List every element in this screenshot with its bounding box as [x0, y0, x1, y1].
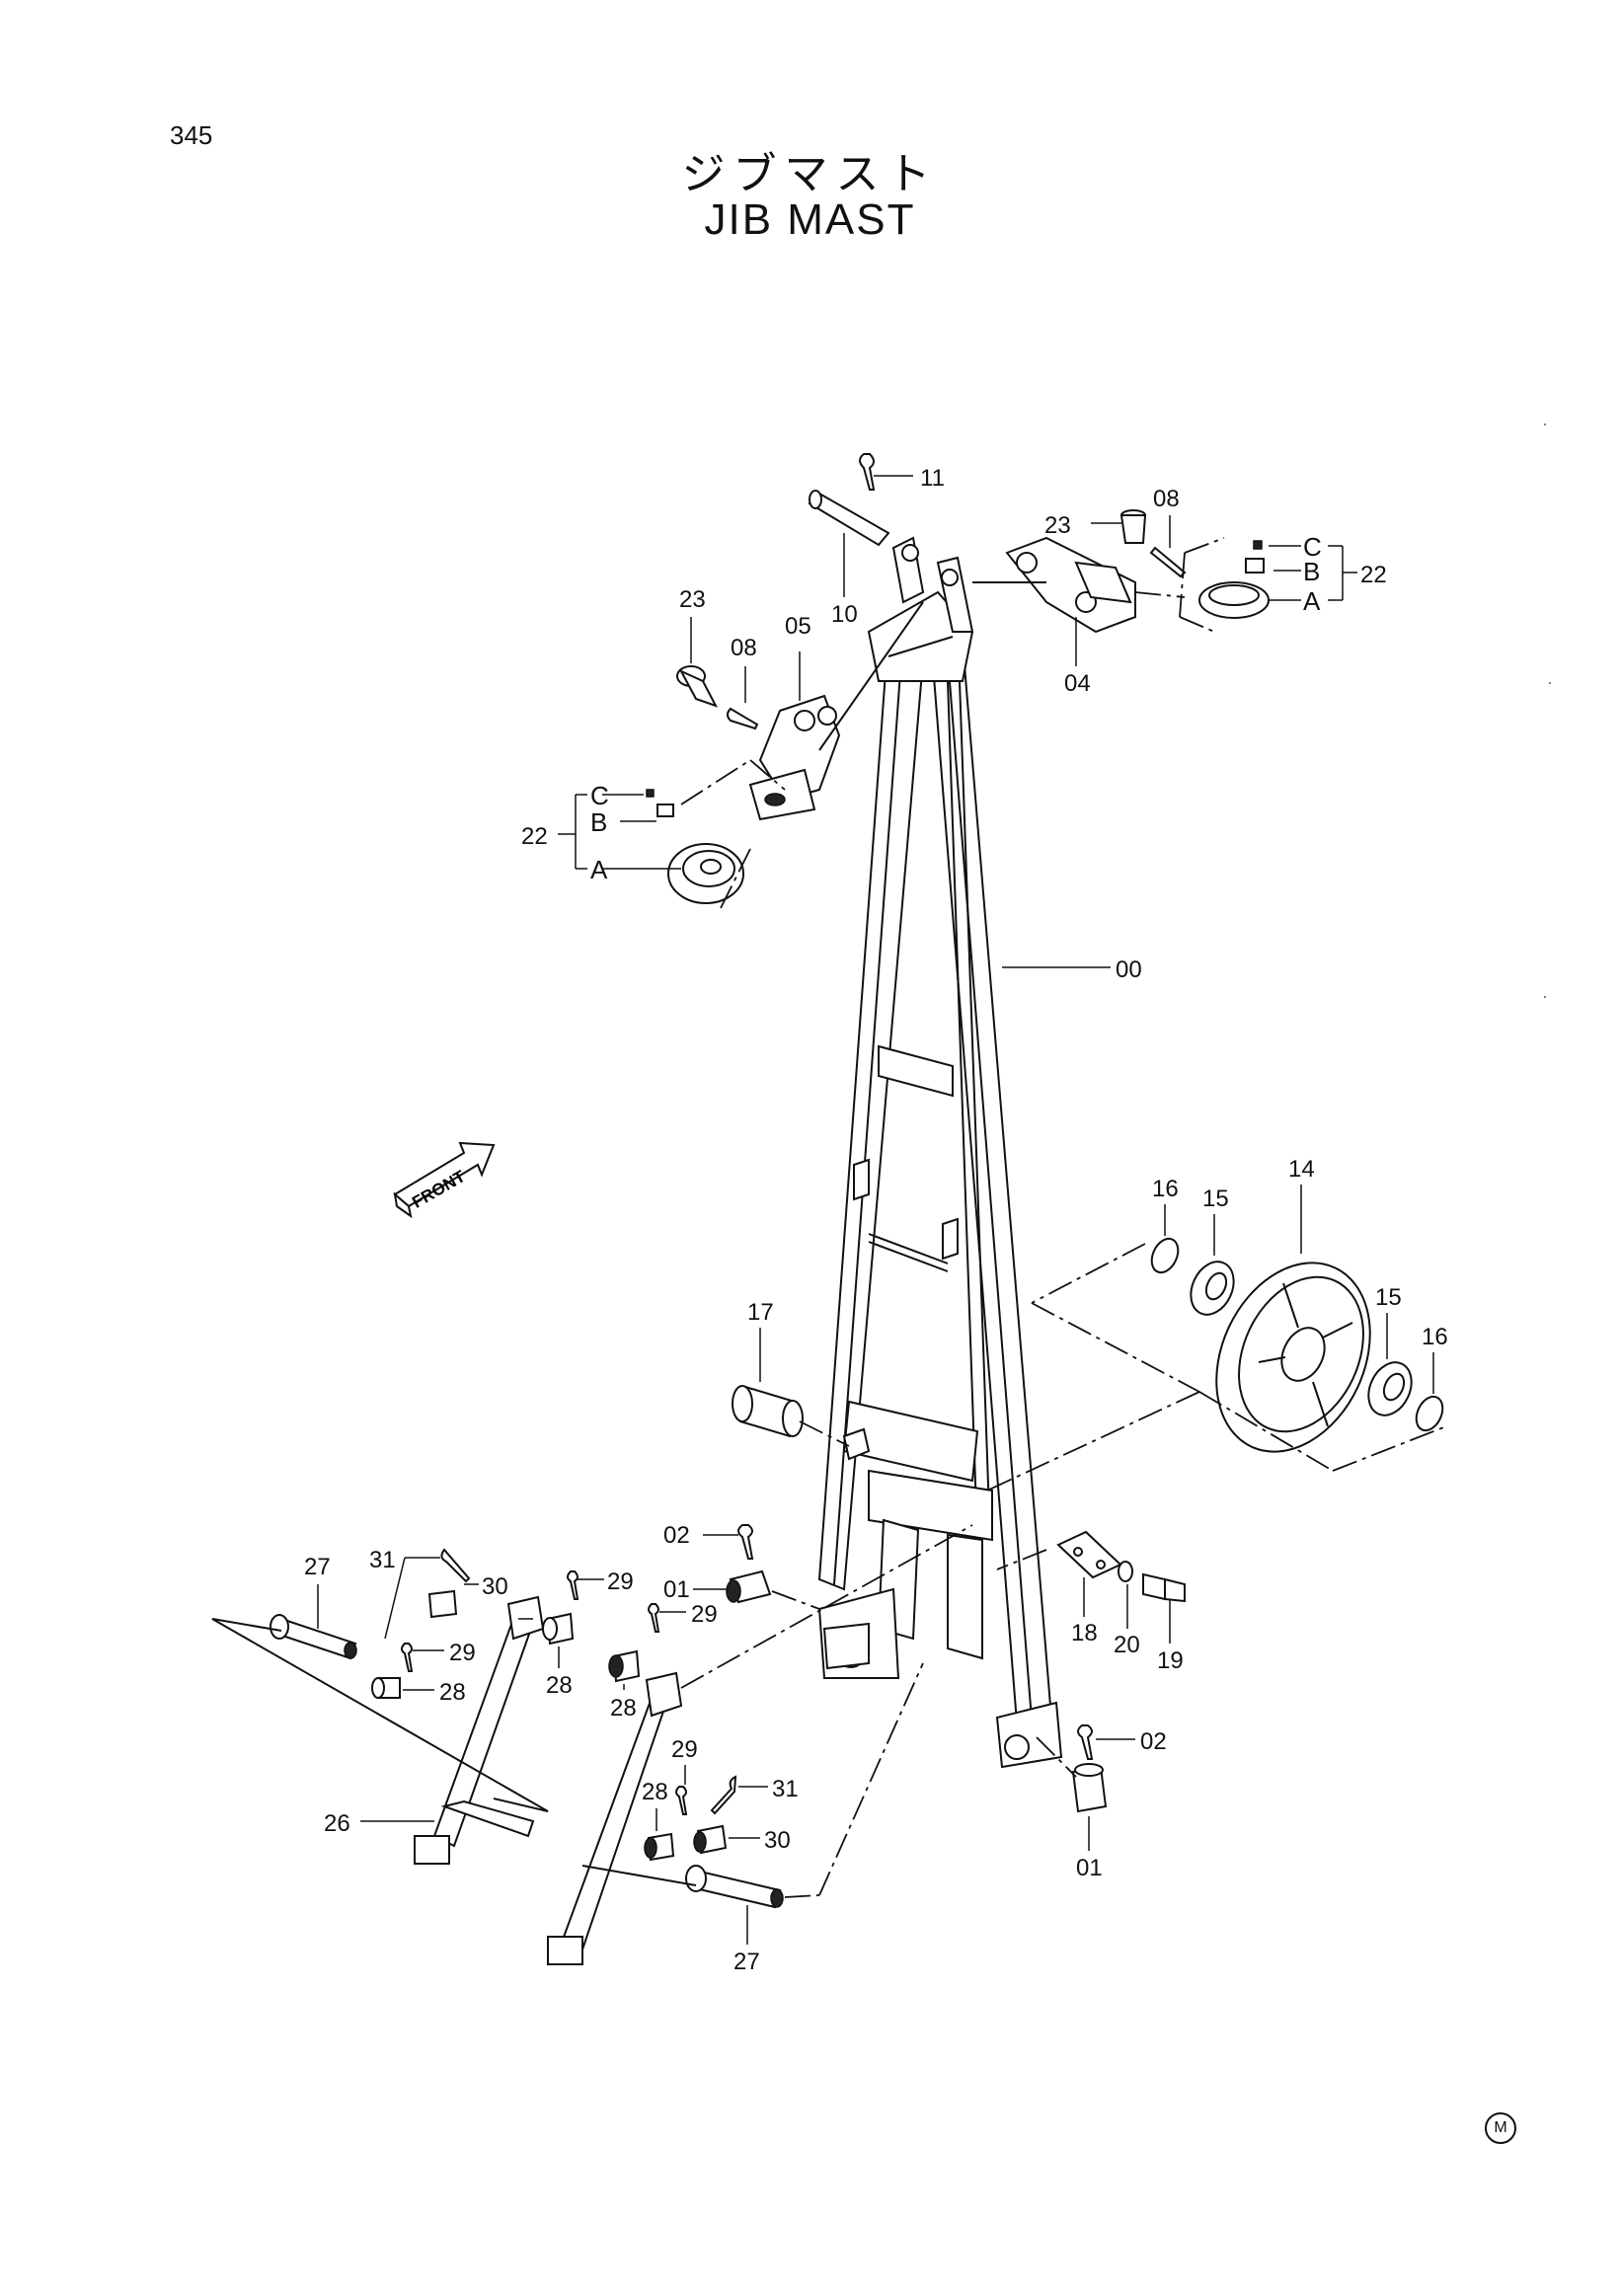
callout-08-upper: 08	[1153, 486, 1180, 512]
front-arrow-icon: FRONT	[393, 1141, 496, 1219]
bracket-05	[748, 694, 841, 821]
rod-27-upper	[270, 1614, 357, 1660]
callout-22-left: 22	[521, 823, 548, 850]
title-english: JIB MAST	[704, 195, 916, 244]
washer-20	[1118, 1561, 1133, 1582]
cotter-31-upper-left	[440, 1548, 471, 1583]
callout-15-right: 15	[1375, 1284, 1402, 1311]
callout-26: 26	[324, 1810, 350, 1837]
callout-31-lower: 31	[772, 1776, 799, 1802]
pin-30-upper-left	[427, 1589, 458, 1619]
callout-28-lower: 28	[642, 1779, 668, 1805]
cotter-31-lower	[710, 1775, 737, 1815]
cotter-02-upper	[737, 1524, 754, 1560]
callout-11: 11	[920, 465, 945, 492]
sub-label-b-upper: B	[1303, 557, 1320, 586]
pin-23-left	[676, 665, 719, 708]
callout-08-left: 08	[731, 635, 757, 661]
sub-label-a-upper: A	[1303, 586, 1321, 616]
callout-10: 10	[831, 601, 858, 628]
bolt-19	[1142, 1572, 1186, 1603]
snap-ring-16-left	[1150, 1237, 1180, 1274]
cotter-29-lower	[675, 1786, 688, 1815]
pin-10	[808, 490, 890, 547]
callout-23-upper: 23	[1044, 512, 1071, 539]
callout-23-left: 23	[679, 586, 706, 613]
callout-30-lower: 30	[764, 1827, 791, 1854]
callout-29-lower: 29	[671, 1736, 698, 1763]
cotter-pin-11	[859, 453, 876, 491]
callout-00: 00	[1116, 957, 1142, 983]
pin-17	[732, 1385, 804, 1438]
callout-02-upper: 02	[663, 1522, 690, 1549]
pin-28-mid-a	[542, 1612, 575, 1645]
sheave-22-upper	[1198, 540, 1270, 619]
sheave-14	[1215, 1262, 1371, 1453]
sheave-22-left	[646, 789, 744, 904]
pin-30-lower	[693, 1824, 728, 1855]
callout-28-mid-a: 28	[546, 1672, 573, 1699]
pin-28-upper-left	[371, 1677, 401, 1699]
page-number: 345	[170, 120, 213, 150]
callout-31-upper-left: 31	[369, 1547, 396, 1573]
callout-16-left: 16	[1152, 1176, 1179, 1202]
pin-28-mid-b	[608, 1649, 641, 1683]
callout-15-left: 15	[1202, 1186, 1229, 1212]
callout-27-upper: 27	[304, 1554, 331, 1580]
bearing-15-right	[1367, 1361, 1413, 1416]
bracket-04	[1005, 536, 1136, 634]
callout-29-upper-left: 29	[449, 1640, 476, 1666]
pin-01-lower	[1071, 1763, 1108, 1813]
registered-mark: M	[1485, 2112, 1516, 2144]
title-japanese: ジブマスト	[681, 149, 939, 199]
callout-22-upper: 22	[1360, 562, 1387, 588]
cotter-29-mid-b	[648, 1603, 660, 1633]
callout-14: 14	[1288, 1156, 1315, 1183]
pin-01-upper	[726, 1569, 772, 1604]
callout-28-upper-left: 28	[439, 1679, 466, 1706]
callout-27-lower: 27	[733, 1949, 760, 1975]
sub-label-a-left: A	[590, 855, 608, 884]
rod-27-lower	[685, 1865, 784, 1909]
callout-01-upper: 01	[663, 1576, 690, 1603]
snap-ring-16-right	[1415, 1395, 1444, 1432]
sub-label-b-left: B	[590, 807, 607, 837]
callout-01-lower: 01	[1076, 1855, 1103, 1881]
sub-label-c-left: C	[590, 781, 609, 810]
callout-04: 04	[1064, 670, 1091, 697]
callout-05: 05	[785, 613, 811, 640]
plate-18	[1056, 1530, 1122, 1579]
pin-28-lower	[644, 1832, 675, 1862]
callout-30-upper-left: 30	[482, 1573, 508, 1600]
cotter-29-mid-a	[567, 1570, 579, 1600]
callout-29-mid-b: 29	[691, 1601, 718, 1628]
callout-19: 19	[1157, 1647, 1184, 1674]
callout-20: 20	[1114, 1632, 1140, 1658]
callout-17: 17	[747, 1299, 774, 1326]
bearing-15-left	[1190, 1261, 1235, 1316]
callout-29-mid-a: 29	[607, 1569, 634, 1595]
callout-18: 18	[1071, 1620, 1098, 1646]
callout-02-lower: 02	[1140, 1728, 1167, 1755]
callout-28-mid-b: 28	[610, 1695, 637, 1722]
cotter-29-upper-left	[401, 1643, 414, 1672]
cotter-02-lower	[1077, 1724, 1094, 1760]
strut-26	[414, 1595, 683, 1965]
callout-16-right: 16	[1422, 1324, 1448, 1350]
mast-frame	[817, 536, 1063, 1769]
pin-23-upper	[1119, 509, 1147, 544]
sub-label-c-upper: C	[1303, 532, 1322, 562]
